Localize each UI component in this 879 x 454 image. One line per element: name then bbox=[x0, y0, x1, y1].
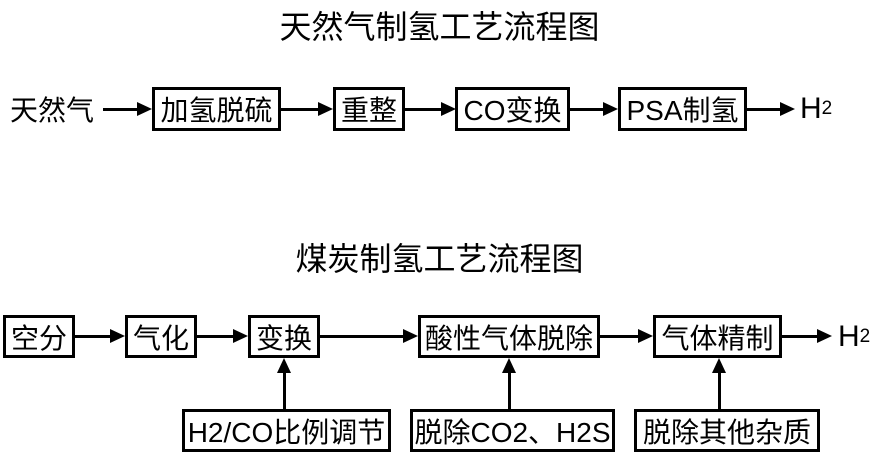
feeder-arrow-up-icon bbox=[712, 358, 726, 409]
process-box-acid-gas-removal: 酸性气体脱除 bbox=[418, 315, 600, 358]
process-box-gas-purification: 气体精制 bbox=[653, 315, 782, 358]
process-box-hydrodesulfurization: 加氢脱硫 bbox=[152, 87, 281, 131]
process-box-co-shift: CO变换 bbox=[455, 87, 570, 131]
process-box-air-separation: 空分 bbox=[3, 315, 75, 358]
annotation-box-co2-h2s-removal: 脱除CO2、H2S bbox=[410, 409, 615, 452]
flow-arrow-right-icon bbox=[197, 329, 248, 343]
diagram1-title: 天然气制氢工艺流程图 bbox=[279, 9, 600, 45]
process-box-shift: 变换 bbox=[248, 315, 320, 358]
process-box-reforming: 重整 bbox=[333, 87, 405, 131]
feeder-arrow-up-icon bbox=[277, 358, 291, 409]
annotation-box-other-impurities-removal: 脱除其他杂质 bbox=[634, 409, 820, 452]
h2-symbol: H bbox=[800, 92, 822, 125]
flow-arrow-right-icon bbox=[320, 329, 418, 343]
annotation-box-h2co-ratio: H2/CO比例调节 bbox=[182, 409, 391, 452]
flow-arrow-right-icon bbox=[103, 102, 152, 116]
flow-arrow-right-icon bbox=[600, 329, 653, 343]
diagram1-input-label: 天然气 bbox=[10, 95, 95, 126]
flow-arrow-right-icon bbox=[281, 102, 333, 116]
process-box-gasification: 气化 bbox=[125, 315, 197, 358]
h2-symbol: H bbox=[838, 319, 860, 353]
diagram2-title: 煤炭制氢工艺流程图 bbox=[295, 241, 584, 277]
flow-arrow-right-icon bbox=[747, 102, 795, 116]
flow-arrow-right-icon bbox=[75, 329, 125, 343]
feeder-arrow-up-icon bbox=[502, 358, 516, 409]
flow-arrow-right-icon bbox=[570, 102, 618, 116]
process-box-psa: PSA制氢 bbox=[618, 87, 747, 131]
flow-arrow-right-icon bbox=[782, 329, 832, 343]
flow-arrow-right-icon bbox=[405, 102, 456, 116]
